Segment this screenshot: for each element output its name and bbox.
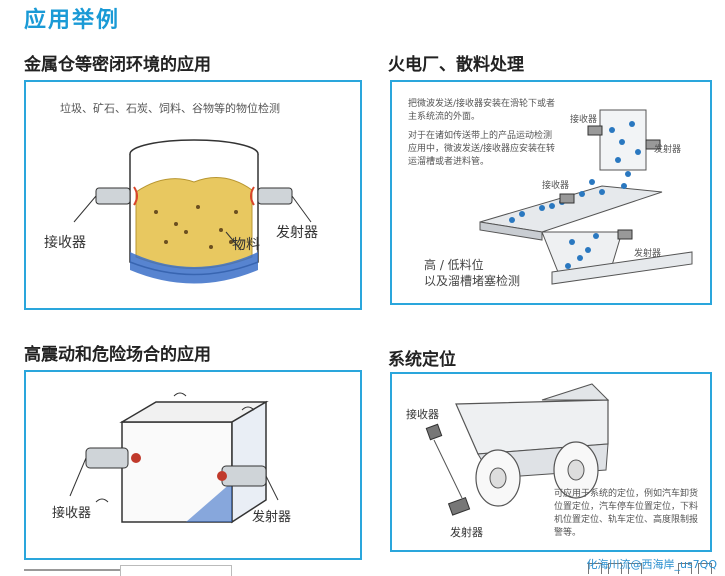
label-receiver-chute: 接收器: [542, 181, 570, 191]
label-transmitter-box: 发射器: [252, 510, 292, 525]
page-icon: [698, 563, 712, 574]
panel-power-plant: 把微波发送/接收器安装在滑轮下或者主系统流的外面。 对于在诸如传送带上的产品运动…: [390, 80, 712, 305]
footer-rule: [24, 569, 120, 571]
label-receiver-top: 接收器: [570, 115, 598, 125]
footer-box: [120, 565, 232, 576]
label-receiver: 接收器: [44, 235, 86, 251]
truck-illustration: [425, 383, 610, 516]
page-icon: [588, 563, 602, 574]
detect-level: 高 / 低料位: [424, 258, 484, 272]
silo-caption: 垃圾、矿石、石炭、饲料、谷物等的物位检测: [60, 102, 280, 115]
panel-sealed-silo: 垃圾、矿石、石炭、饲料、谷物等的物位检测 接收器 物料 发射器: [24, 80, 362, 310]
label-material: 物料: [232, 237, 260, 253]
watermark: 化海川流@西海岸_us7QQ: [586, 558, 717, 571]
label-transmitter-truck: 发射器: [450, 526, 483, 539]
panel-positioning: 接收器 发射器 可应用于系统的定位，例如汽车卸货位置定位，汽车停车位置定位，下料…: [390, 372, 712, 552]
note-install-2: 对于在诸如传送带上的产品运动检测应用中，微波发送/接收器应安装在转运溜槽或者进料…: [408, 131, 556, 167]
box-illustration: [69, 392, 279, 524]
section-title-positioning: 系统定位: [388, 350, 456, 370]
panel-hazardous: 接收器 发射器: [24, 370, 362, 560]
silo-illustration: [73, 139, 312, 284]
label-transmitter-chute: 发射器: [634, 249, 662, 259]
section-title-power-plant: 火电厂、散料处理: [388, 55, 524, 75]
conveyor-illustration: [479, 109, 693, 285]
section-title-sealed-silo: 金属仓等密闭环境的应用: [24, 55, 211, 75]
note-install-1: 把微波发送/接收器安装在滑轮下或者主系统流的外面。: [408, 99, 556, 122]
note-positioning: 可应用于系统的定位，例如汽车卸货位置定位，汽车停车位置定位，下料机位置定位、轨车…: [554, 489, 699, 538]
label-transmitter: 发射器: [276, 225, 318, 241]
page-icon: [608, 563, 622, 574]
label-receiver-truck: 接收器: [406, 408, 439, 421]
page-title: 应用举例: [24, 8, 121, 33]
section-title-hazardous: 高震动和危险场合的应用: [24, 345, 211, 365]
detect-chute-block: 以及溜槽堵塞检测: [424, 274, 521, 288]
page-icon: [678, 563, 692, 574]
label-receiver-box: 接收器: [52, 506, 92, 521]
label-transmitter-top: 发射器: [654, 145, 682, 155]
page-icon: [628, 563, 642, 574]
